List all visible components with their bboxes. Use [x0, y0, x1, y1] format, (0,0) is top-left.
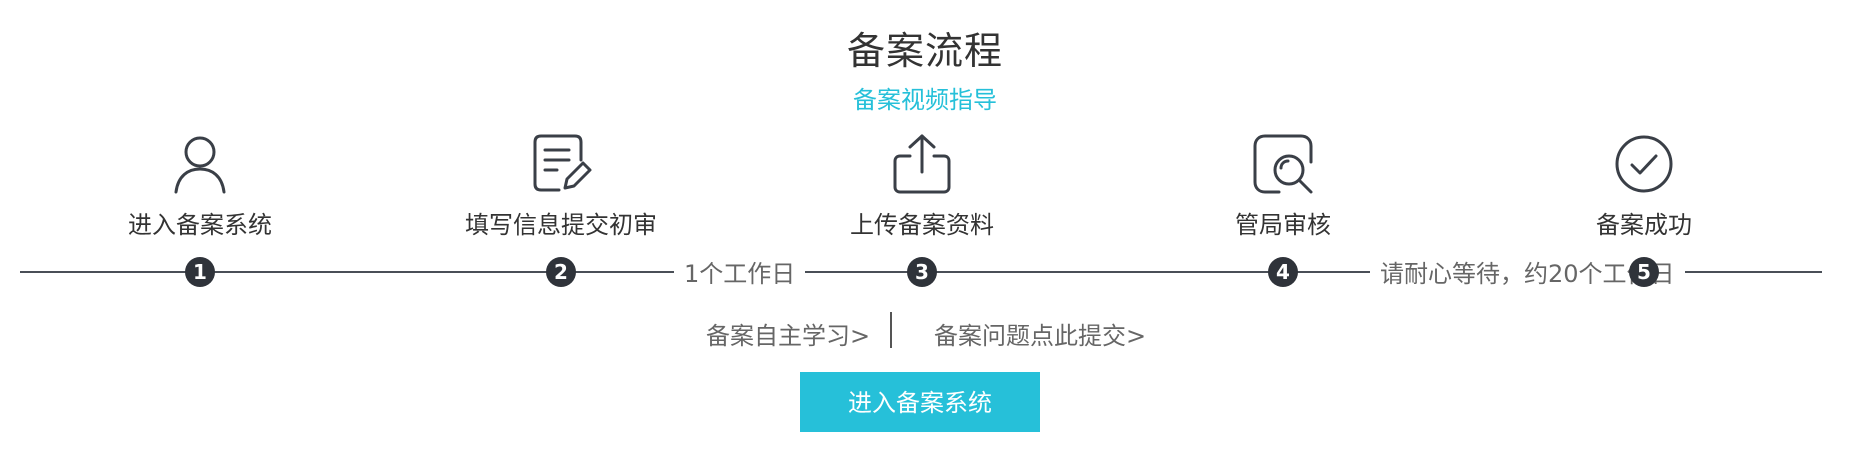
duration-label-2: 请耐心等待，约20个工作日: [1370, 259, 1685, 289]
search-review-icon: [1251, 132, 1315, 196]
duration-label-1: 1个工作日: [674, 259, 806, 289]
check-circle-icon: [1612, 132, 1676, 196]
self-study-link[interactable]: 备案自主学习>: [706, 322, 871, 350]
user-icon: [168, 132, 232, 196]
enter-filing-system-button[interactable]: 进入备案系统: [800, 372, 1040, 432]
step-label-5: 备案成功: [1596, 211, 1692, 239]
step-number-3: 3: [907, 257, 937, 287]
link-divider: [890, 312, 892, 348]
edit-form-icon: [529, 132, 593, 196]
step-label-3: 上传备案资料: [850, 211, 994, 239]
step-label-2: 填写信息提交初审: [465, 211, 657, 239]
step-label-4: 管局审核: [1235, 211, 1331, 239]
upload-icon: [890, 132, 954, 196]
step-number-2: 2: [546, 257, 576, 287]
step-number-5: 5: [1629, 257, 1659, 287]
step-number-1: 1: [185, 257, 215, 287]
page-title: 备案流程: [846, 29, 1003, 73]
submit-question-link[interactable]: 备案问题点此提交>: [934, 322, 1147, 350]
video-guide-link[interactable]: 备案视频指导: [853, 86, 997, 114]
step-number-4: 4: [1268, 257, 1298, 287]
step-label-1: 进入备案系统: [128, 211, 272, 239]
